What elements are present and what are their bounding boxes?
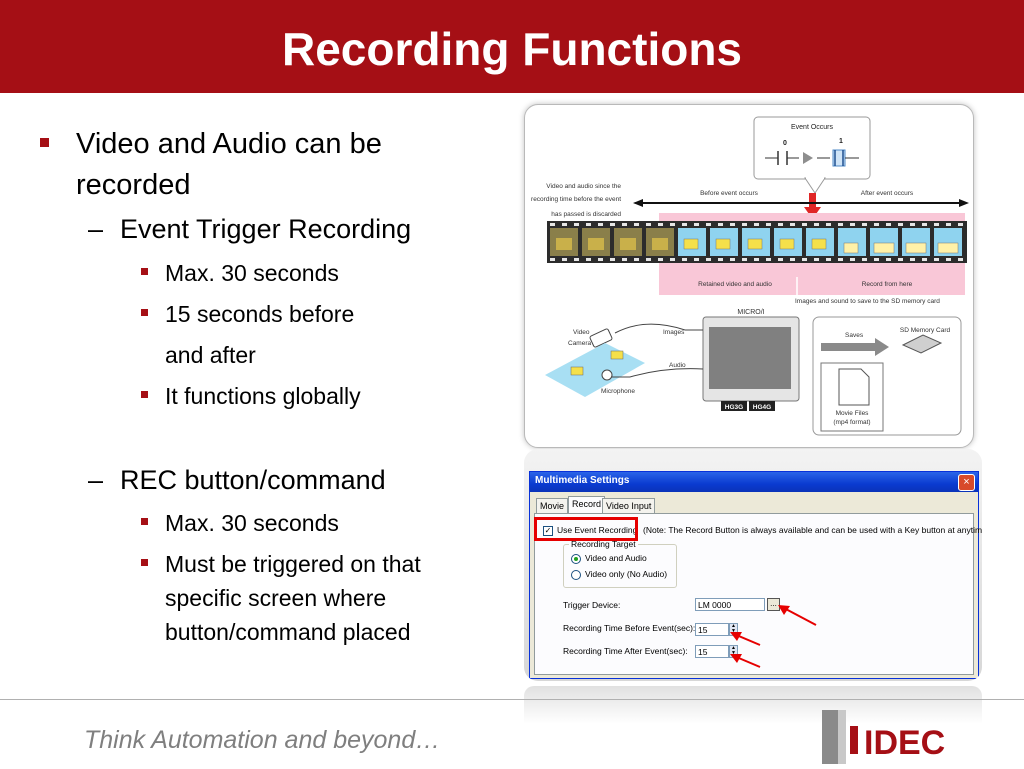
radio-video-and-audio-label: Video and Audio: [585, 553, 647, 563]
dialog-title: Multimedia Settings: [535, 475, 630, 486]
svg-text:Camera: Camera: [568, 340, 592, 347]
dialog-titlebar: Multimedia Settings ×: [530, 472, 978, 492]
slide-title: Recording Functions: [282, 22, 742, 75]
svg-text:HG3G: HG3G: [725, 404, 743, 411]
radio-video-only-label: Video only (No Audio): [585, 569, 668, 579]
svg-text:has passed is discarded: has passed is discarded: [551, 211, 621, 218]
svg-text:After event occurs: After event occurs: [861, 190, 914, 197]
bullet-marker: [141, 518, 148, 525]
event-item: and after: [165, 342, 256, 368]
dash-marker: –: [88, 214, 104, 244]
footer-tagline: Think Automation and beyond…: [84, 726, 441, 754]
svg-text:0: 0: [783, 140, 787, 147]
tab-record[interactable]: Record: [568, 496, 606, 514]
file-icon: [838, 368, 870, 406]
svg-text:Video: Video: [573, 329, 590, 336]
recording-target-label: Recording Target: [569, 539, 638, 549]
svg-text:(mp4 format): (mp4 format): [833, 419, 870, 426]
svg-text:SD Memory Card: SD Memory Card: [900, 327, 951, 334]
event-occurs-label: Event Occurs: [791, 124, 834, 131]
svg-text:Movie Files: Movie Files: [836, 410, 870, 417]
svg-text:Microphone: Microphone: [601, 388, 635, 395]
trigger-device-field[interactable]: LM 0000: [695, 598, 765, 611]
tab-video-input[interactable]: Video Input: [602, 498, 656, 514]
radio-video-only[interactable]: [571, 570, 581, 580]
multimedia-settings-dialog: Multimedia Settings × Movie Record Video…: [529, 471, 982, 679]
svg-text:Record from here: Record from here: [862, 281, 913, 288]
idec-logo: IDEC: [822, 710, 982, 764]
bullet-list: Video and Audio can be recorded – Event …: [0, 0, 520, 690]
bullet-marker: [141, 559, 148, 566]
event-trigger-heading: Event Trigger Recording: [120, 214, 412, 244]
after-event-label: Recording Time After Event(sec):: [563, 646, 688, 656]
close-icon[interactable]: ×: [958, 474, 975, 491]
highlight-box: [534, 517, 638, 541]
radio-video-and-audio[interactable]: [571, 554, 581, 564]
svg-text:HG4G: HG4G: [753, 404, 771, 411]
event-item: Max. 30 seconds: [165, 260, 339, 286]
after-event-spinner[interactable]: ▲▼: [729, 645, 738, 658]
use-event-recording-label: Use Event Recording: [557, 525, 638, 535]
svg-text:Audio: Audio: [669, 362, 686, 369]
svg-text:Saves: Saves: [845, 332, 864, 339]
use-event-recording-checkbox[interactable]: ✓: [543, 526, 553, 536]
saves-arrow: [821, 338, 889, 356]
svg-text:Before event occurs: Before event occurs: [700, 190, 759, 197]
rec-item: specific screen where: [165, 585, 387, 611]
browse-button[interactable]: ...: [767, 598, 780, 611]
dash-marker: –: [88, 465, 104, 495]
rec-button-heading: REC button/command: [120, 465, 386, 495]
microphone-icon: [601, 369, 630, 381]
svg-text:recording time before the even: recording time before the event: [531, 196, 621, 203]
bullet-main: Video and Audio can be: [76, 128, 382, 160]
event-item: 15 seconds before: [165, 301, 355, 327]
event-arrow: [809, 193, 816, 208]
event-recording-diagram: Event Occurs 0 1 Video and audio since t…: [524, 104, 974, 448]
logo-text: IDEC: [864, 724, 945, 762]
bullet-marker: [141, 268, 148, 275]
svg-text:Images: Images: [663, 329, 685, 336]
after-event-field[interactable]: 15: [695, 645, 729, 658]
trigger-device-label: Trigger Device:: [563, 600, 621, 610]
svg-text:Images and sound to save to th: Images and sound to save to the SD memor…: [795, 298, 940, 305]
footer-divider: [0, 699, 1024, 700]
title-bar: Recording Functions: [0, 0, 1024, 93]
before-event-label: Recording Time Before Event(sec):: [563, 623, 696, 633]
dialog-reflection: [524, 686, 982, 724]
event-item: It functions globally: [165, 383, 361, 409]
recording-target-group: [563, 544, 677, 588]
bullet-marker: [141, 391, 148, 398]
svg-text:Retained video and audio: Retained video and audio: [698, 281, 772, 288]
rec-item: button/command placed: [165, 619, 411, 645]
rec-item: Must be triggered on that: [165, 551, 421, 577]
sd-card-icon: [901, 334, 943, 354]
bullet-marker: [40, 138, 49, 147]
svg-text:Video and audio since the: Video and audio since the: [546, 183, 621, 190]
tab-movie[interactable]: Movie: [536, 498, 569, 514]
rec-item: Max. 30 seconds: [165, 510, 339, 536]
bullet-main-cont: recorded: [76, 169, 191, 201]
note-text: (Note: The Record Button is always avail…: [643, 525, 982, 535]
svg-text:MICRO/I: MICRO/I: [737, 309, 764, 316]
before-event-spinner[interactable]: ▲▼: [729, 623, 738, 636]
before-event-field[interactable]: 15: [695, 623, 729, 636]
dialog-screenshot-frame: Multimedia Settings × Movie Record Video…: [524, 449, 982, 681]
bullet-marker: [141, 309, 148, 316]
event-occurs-callout: Event Occurs 0 1: [753, 116, 871, 194]
svg-text:1: 1: [839, 138, 843, 145]
